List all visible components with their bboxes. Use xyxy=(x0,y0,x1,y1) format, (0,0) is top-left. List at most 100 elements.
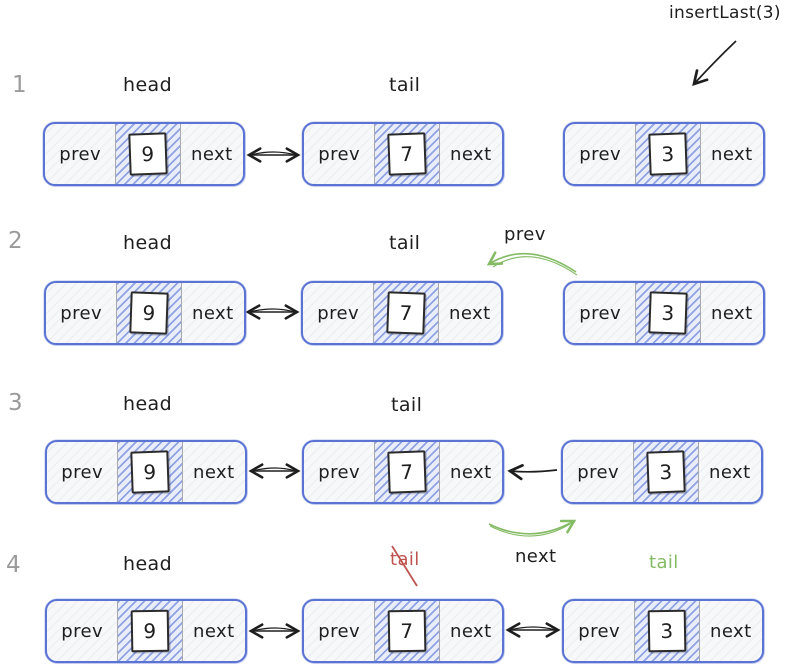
head-label: head xyxy=(123,74,173,96)
new-tail-label: tail xyxy=(649,552,679,573)
next-label: next xyxy=(450,143,492,165)
node-value: 3 xyxy=(647,609,687,653)
value-cell: 9 xyxy=(115,124,181,184)
prev-label: prev xyxy=(59,143,102,165)
next-label: next xyxy=(711,143,753,165)
node-9: prev 9 next xyxy=(45,599,247,663)
node-value: 9 xyxy=(130,450,170,494)
value-cell: 7 xyxy=(374,601,440,661)
step-number: 1 xyxy=(12,72,28,98)
prev-cell: prev xyxy=(46,283,117,343)
next-label: next xyxy=(193,461,235,483)
next-pointer-label: next xyxy=(515,546,557,567)
prev-cell: prev xyxy=(45,124,116,184)
value-cell: 7 xyxy=(374,124,440,184)
value-cell: 3 xyxy=(634,601,700,661)
node-value: 3 xyxy=(648,291,688,335)
node-3: prev 3 next xyxy=(563,122,765,186)
prev-label: prev xyxy=(317,302,360,324)
row1-link-curve xyxy=(250,151,297,156)
prev-label: prev xyxy=(61,461,104,483)
value-cell: 9 xyxy=(117,442,183,502)
prev-cell: prev xyxy=(304,442,375,502)
next-cell: next xyxy=(182,601,245,661)
prev-cell: prev xyxy=(563,442,634,502)
next-label: next xyxy=(710,620,752,642)
next-cell: next xyxy=(439,124,502,184)
prev-label: prev xyxy=(577,461,620,483)
value-cell: 3 xyxy=(635,283,701,343)
insertlast-annotation: insertLast(3) xyxy=(669,3,781,23)
prev-cell: prev xyxy=(47,442,118,502)
step-number: 4 xyxy=(6,552,22,578)
node-9: prev 9 next xyxy=(43,122,245,186)
step-number: 3 xyxy=(8,390,24,416)
row3-link-curve xyxy=(252,467,297,472)
node-3: prev 3 next xyxy=(561,440,763,504)
next-cell: next xyxy=(181,283,244,343)
node-value: 7 xyxy=(386,291,426,335)
row3-link-3-7 xyxy=(507,463,558,481)
value-cell: 3 xyxy=(633,442,699,502)
prev-cell: prev xyxy=(303,283,374,343)
prev-label: prev xyxy=(579,143,622,165)
node-value: 7 xyxy=(387,609,427,653)
next-cell: next xyxy=(700,124,763,184)
prev-label: prev xyxy=(579,302,622,324)
node-9: prev 9 next xyxy=(45,440,247,504)
prev-label: prev xyxy=(60,302,103,324)
next-cell: next xyxy=(182,442,245,502)
prev-cell: prev xyxy=(564,601,635,661)
node-value: 3 xyxy=(646,450,686,494)
row2-prev-pointer-arrow xyxy=(486,251,577,273)
next-label: next xyxy=(711,302,753,324)
tail-label: tail xyxy=(391,394,423,416)
head-label: head xyxy=(123,553,173,575)
prev-cell: prev xyxy=(47,601,118,661)
next-label: next xyxy=(193,620,235,642)
head-label: head xyxy=(123,393,173,415)
prev-label: prev xyxy=(318,620,361,642)
node-value: 7 xyxy=(387,450,427,494)
node-7: prev 7 next xyxy=(301,281,503,345)
next-cell: next xyxy=(439,601,502,661)
node-7: prev 7 next xyxy=(302,599,504,663)
value-cell: 9 xyxy=(117,601,183,661)
next-label: next xyxy=(191,143,233,165)
node-value: 3 xyxy=(648,132,688,176)
row3-next-pointer-echo xyxy=(489,523,571,537)
row3-next-pointer-arrow xyxy=(488,519,577,535)
prev-label: prev xyxy=(61,620,104,642)
next-cell: next xyxy=(439,442,502,502)
prev-label: prev xyxy=(318,461,361,483)
prev-cell: prev xyxy=(304,601,375,661)
next-label: next xyxy=(192,302,234,324)
value-cell: 9 xyxy=(116,283,182,343)
node-7: prev 7 next xyxy=(302,122,504,186)
node-value: 9 xyxy=(130,609,170,653)
node-value: 9 xyxy=(129,291,169,335)
next-label: next xyxy=(709,461,751,483)
node-value: 9 xyxy=(128,132,168,176)
node-9: prev 9 next xyxy=(44,281,246,345)
node-3: prev 3 next xyxy=(563,281,765,345)
row2-prev-pointer-echo xyxy=(492,256,578,276)
prev-cell: prev xyxy=(304,124,375,184)
row4-link-curve-1 xyxy=(252,627,297,632)
node-3: prev 3 next xyxy=(562,599,764,663)
tail-label: tail xyxy=(389,232,421,254)
prev-label: prev xyxy=(318,143,361,165)
prev-label: prev xyxy=(578,620,621,642)
next-cell: next xyxy=(438,283,501,343)
next-label: next xyxy=(449,302,491,324)
next-cell: next xyxy=(698,442,761,502)
next-cell: next xyxy=(699,601,762,661)
value-cell: 7 xyxy=(374,442,440,502)
row2-link-curve xyxy=(249,308,296,313)
next-cell: next xyxy=(180,124,243,184)
insertlast-arrow xyxy=(692,40,737,87)
prev-pointer-label: prev xyxy=(504,224,546,245)
next-label: next xyxy=(450,461,492,483)
next-label: next xyxy=(450,620,492,642)
